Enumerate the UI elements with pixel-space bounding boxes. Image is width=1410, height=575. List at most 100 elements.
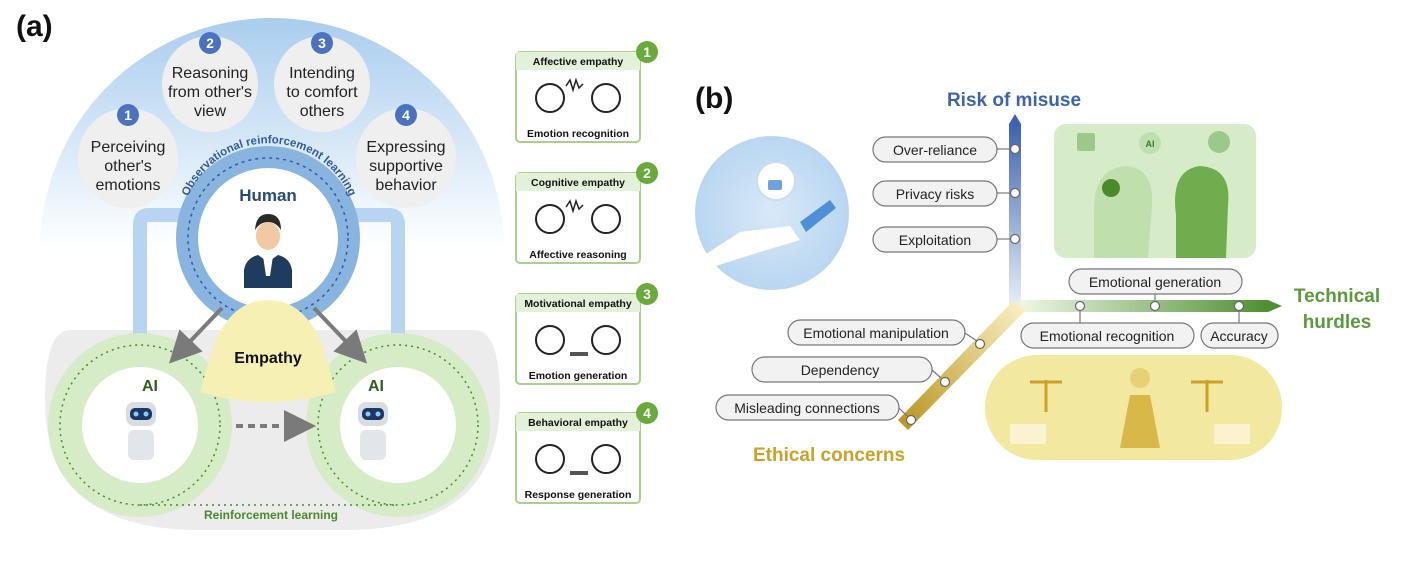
step-line: Reasoning: [172, 65, 249, 82]
person-icon: [1130, 368, 1150, 388]
step-reasoning: 2 Reasoning from other's view: [162, 32, 258, 132]
ethical-item: Misleading connections: [715, 394, 917, 426]
scales-icon: [1191, 380, 1223, 412]
step-number: 4: [402, 107, 410, 123]
robot-icon: [358, 402, 388, 460]
svg-text:Over-reliance: Over-reliance: [893, 142, 977, 158]
ai-badge: AI: [1146, 139, 1155, 149]
human-ai-arrow: [168, 306, 224, 364]
svg-text:Exploitation: Exploitation: [899, 232, 971, 248]
ai-right-loop: [317, 344, 479, 506]
human-ai-arrow: [312, 306, 368, 364]
step-line: others: [300, 103, 344, 120]
cube-icon: [1077, 133, 1095, 151]
smile-heads-icon: [535, 444, 621, 475]
step-number-badge: [199, 32, 221, 54]
step-number-badge: [311, 32, 333, 54]
lock-icon: [768, 180, 782, 190]
ethical-item: Dependency: [751, 356, 951, 388]
svg-text:Emotional manipulation: Emotional manipulation: [803, 325, 949, 341]
ethical-axis: [898, 300, 1026, 430]
technical-item: Emotional generation: [1068, 268, 1243, 312]
step-line: Expressing: [366, 139, 445, 156]
robot-hand-illustration: [695, 136, 849, 290]
step-number: 1: [124, 107, 132, 123]
panel-b-label: (b): [695, 82, 733, 115]
technical-axis: [1020, 300, 1268, 312]
svg-text:Dependency: Dependency: [801, 362, 880, 378]
card-caption: Affective reasoning: [529, 249, 626, 261]
card-number-badge: [636, 162, 658, 184]
step-number: 3: [318, 35, 326, 51]
empathy-card: Affective empathy 1 Emotion recognition: [515, 41, 658, 143]
human-icon: [244, 214, 292, 288]
card-number-badge: [636, 402, 658, 424]
robot-icon: [126, 402, 156, 460]
card-number: 4: [643, 405, 651, 421]
svg-text:Misleading connections: Misleading connections: [734, 400, 880, 416]
ai-network-icon: [1139, 132, 1161, 154]
empathy-card: Behavioral empathy 4 Response generation: [515, 402, 658, 504]
panel-a-label: (a): [16, 10, 53, 43]
card-title: Cognitive empathy: [531, 177, 625, 189]
ai-human-illustration: AI: [1054, 124, 1256, 258]
card-number: 1: [643, 44, 651, 60]
svg-text:Emotional generation: Emotional generation: [1089, 274, 1221, 290]
robot-eye-icon: [1102, 179, 1120, 197]
step-perceiving: 1 Perceiving other's emotions: [78, 104, 178, 208]
technical-title: Technical: [1294, 286, 1380, 307]
card-number-badge: [636, 41, 658, 63]
right-connector: [342, 208, 405, 345]
svg-text:Emotional recognition: Emotional recognition: [1040, 328, 1175, 344]
technical-item: Emotional recognition: [1020, 300, 1195, 349]
ai-left-label: AI: [142, 378, 158, 395]
card-title: Affective empathy: [533, 56, 624, 68]
ai-right-label: AI: [368, 378, 384, 395]
empathy-card: Motivational empathy 3 Emotion generatio…: [515, 283, 658, 385]
empathy-label: Empathy: [234, 350, 302, 367]
ethical-item: Emotional manipulation: [787, 319, 986, 350]
ai-left-loop: [59, 344, 221, 506]
step-intending: 3 Intending to comfort others: [274, 32, 370, 132]
card-caption: Response generation: [525, 489, 632, 501]
brain-heads-icon: [535, 198, 621, 234]
step-line: supportive: [369, 158, 443, 175]
card-title: Behavioral empathy: [528, 417, 628, 429]
card-title: Motivational empathy: [524, 298, 632, 310]
ethical-title: Ethical concerns: [753, 445, 905, 466]
risk-item: Exploitation: [872, 226, 1021, 253]
ethics-illustration: [985, 355, 1282, 460]
empathy-card: Cognitive empathy 2 Affective reasoning: [515, 162, 658, 264]
risk-item: Over-reliance: [872, 136, 1021, 163]
risk-title: Risk of misuse: [947, 90, 1081, 111]
heads-icon: [535, 77, 621, 113]
step-line: view: [194, 103, 226, 120]
human-label: Human: [239, 186, 297, 205]
technical-item: Accuracy: [1200, 300, 1279, 349]
step-line: from other's: [168, 84, 252, 101]
orl-loop: [187, 157, 349, 319]
card-number: 3: [643, 286, 651, 302]
card-caption: Emotion generation: [529, 370, 628, 382]
card-number-badge: [636, 283, 658, 305]
risk-axis-arrow: [1009, 114, 1021, 124]
technical-axis-arrow: [1268, 300, 1282, 312]
ai-right-circle: [340, 367, 456, 483]
step-number-badge: [117, 104, 139, 126]
svg-text:Accuracy: Accuracy: [1210, 328, 1268, 344]
empathy-shape: [200, 300, 336, 402]
step-line: Intending: [289, 65, 355, 82]
risk-axis: [1009, 124, 1021, 306]
step-expressing: 4 Expressing supportive behavior: [356, 104, 456, 208]
card-caption: Emotion recognition: [527, 128, 629, 140]
step-line: to comfort: [286, 84, 358, 101]
step-line: Perceiving: [91, 139, 166, 156]
step-line: emotions: [96, 177, 161, 194]
idea-heads-icon: [535, 325, 621, 356]
step-line: other's: [104, 158, 152, 175]
svg-text:Privacy risks: Privacy risks: [896, 186, 975, 202]
rl-label: Reinforcement learning: [204, 508, 338, 522]
step-number-badge: [395, 104, 417, 126]
